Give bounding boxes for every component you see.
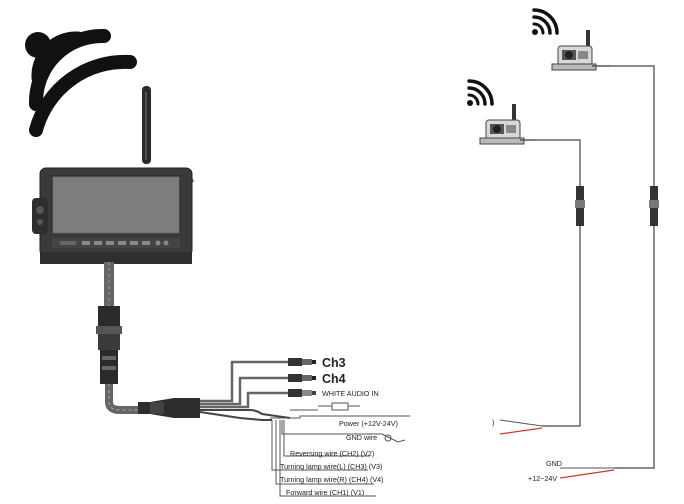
branch-wires (200, 360, 290, 409)
power-wire-label: Power (+12V-24V) (339, 419, 398, 428)
wifi-signal-icon-camera-2 (532, 8, 559, 35)
ch3-label: Ch3 (322, 356, 346, 370)
gnd-wire-label: GND wire (346, 433, 377, 442)
turning-right-wire-label: Turning lamp wire(R) (CH4) (V4) (280, 475, 384, 484)
wifi-signal-icon-large (25, 28, 137, 137)
camera-1 (479, 104, 536, 145)
camera-2 (551, 30, 610, 71)
reversing-wire-label: Reversing wire (CH2) (V2) (290, 449, 374, 458)
power-wire-bundle (199, 402, 410, 497)
camera-1-cable (499, 139, 585, 435)
camera-gnd-label: GND (546, 459, 562, 468)
monitor-buttons (60, 240, 169, 246)
camera-voltage-label: +12~24V (528, 474, 557, 483)
wifi-signal-icon-camera-1 (467, 79, 494, 106)
audio-in-label: WHITE AUDIO IN (322, 389, 379, 398)
turning-left-wire-label: Turning lamp wire(L) (CH3) (V3) (280, 462, 382, 471)
camera-2-cable (559, 65, 659, 479)
forward-wire-label: Forward wire (CH1) (V1) (286, 488, 364, 497)
ch4-label: Ch4 (322, 372, 346, 386)
main-cable (96, 262, 200, 418)
monitor (32, 86, 194, 264)
rca-connectors (288, 358, 316, 397)
camera-1-wire-fragment: ) (492, 418, 494, 427)
